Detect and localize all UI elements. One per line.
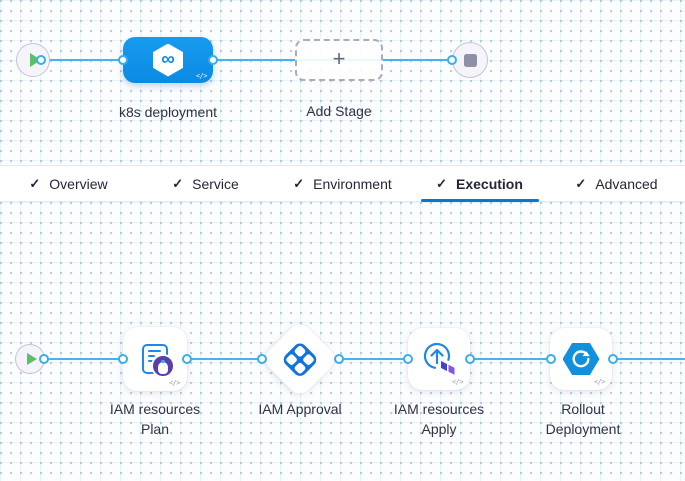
- connector-port[interactable]: [334, 354, 344, 364]
- step-iam-approval[interactable]: [260, 319, 340, 399]
- step-iam-resources-plan[interactable]: </>: [123, 327, 187, 391]
- tofu-badge-icon: [151, 354, 175, 378]
- check-icon: ✓: [172, 175, 184, 191]
- k8s-service-icon: ∞: [153, 43, 183, 77]
- stop-icon: [463, 53, 477, 67]
- check-icon: ✓: [293, 175, 305, 191]
- execution-canvas: </> </>: [0, 202, 685, 481]
- connector-port[interactable]: [36, 55, 46, 65]
- play-icon: [27, 353, 37, 365]
- terraform-logo: [441, 361, 455, 375]
- rollout-deployment-icon: [562, 343, 600, 375]
- terraform-plan-icon: [142, 344, 175, 378]
- execution-connector-line: [40, 358, 685, 360]
- connector-port[interactable]: [208, 55, 218, 65]
- stage-connector-line: [38, 59, 454, 61]
- connector-port[interactable]: [257, 354, 267, 364]
- connector-port[interactable]: [465, 354, 475, 364]
- terraform-apply-icon: [423, 342, 455, 375]
- stage-canvas: ∞ </> + k8s deployment Add Stage: [0, 0, 685, 165]
- approval-icon: [280, 339, 320, 379]
- code-toggle-icon[interactable]: </>: [593, 378, 606, 386]
- stage-node-k8s-deployment[interactable]: ∞ </>: [123, 37, 213, 83]
- play-icon: [29, 53, 41, 67]
- connector-port[interactable]: [118, 55, 128, 65]
- add-stage-label: Add Stage: [306, 103, 372, 119]
- step-rollout-deployment[interactable]: </>: [550, 328, 612, 390]
- tab-overview[interactable]: ✓ Overview: [29, 175, 108, 192]
- add-stage-button[interactable]: +: [295, 39, 383, 81]
- step-iam-resources-apply[interactable]: </>: [408, 328, 470, 390]
- step-label: Rollout Deployment: [545, 401, 621, 437]
- connector-port[interactable]: [118, 354, 128, 364]
- connector-port[interactable]: [403, 354, 413, 364]
- check-icon: ✓: [575, 175, 587, 191]
- step-label: IAM Approval: [258, 401, 342, 417]
- stage-end-node[interactable]: [452, 42, 488, 78]
- tab-service[interactable]: ✓ Service: [172, 175, 239, 192]
- connector-port[interactable]: [608, 354, 618, 364]
- step-label: IAM resources Apply: [393, 401, 485, 437]
- step-label: IAM resources Plan: [109, 401, 201, 437]
- code-toggle-icon[interactable]: </>: [195, 72, 208, 80]
- connector-port[interactable]: [182, 354, 192, 364]
- connector-port[interactable]: [546, 354, 556, 364]
- tab-execution[interactable]: ✓ Execution: [411, 166, 548, 201]
- connector-port[interactable]: [39, 354, 49, 364]
- stage-label: k8s deployment: [118, 104, 218, 120]
- tab-environment[interactable]: ✓ Environment: [293, 175, 392, 192]
- check-icon: ✓: [436, 175, 447, 191]
- stage-config-tabs: ✓ Overview ✓ Service ✓ Environment ✓ Exe…: [0, 165, 685, 202]
- code-toggle-icon[interactable]: </>: [168, 379, 181, 387]
- plus-icon: +: [332, 46, 346, 71]
- connector-port[interactable]: [447, 55, 457, 65]
- check-icon: ✓: [29, 175, 41, 191]
- code-toggle-icon[interactable]: </>: [451, 378, 464, 386]
- tab-advanced[interactable]: ✓ Advanced: [575, 175, 658, 192]
